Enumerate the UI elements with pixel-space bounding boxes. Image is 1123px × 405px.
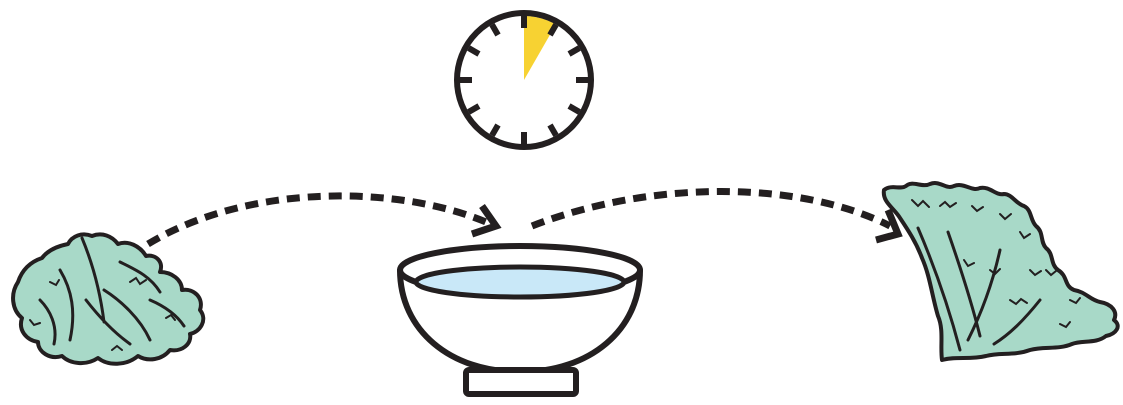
timer-tick [469,48,479,54]
arrow-to-bowl [148,196,496,244]
timer-icon [457,13,591,147]
timer-elapsed-wedge [524,16,556,80]
timer-tick [469,106,479,112]
wilted-lettuce-icon [13,234,203,363]
timer-tick [569,106,579,112]
arrow-to-crisp-lettuce [532,192,898,241]
timer-tick [492,125,498,135]
crisp-lettuce-icon [884,183,1118,360]
timer-tick [550,125,556,135]
water-surface [416,267,624,297]
water-bowl-icon [400,246,640,394]
timer-tick [569,48,579,54]
timer-tick [492,25,498,35]
